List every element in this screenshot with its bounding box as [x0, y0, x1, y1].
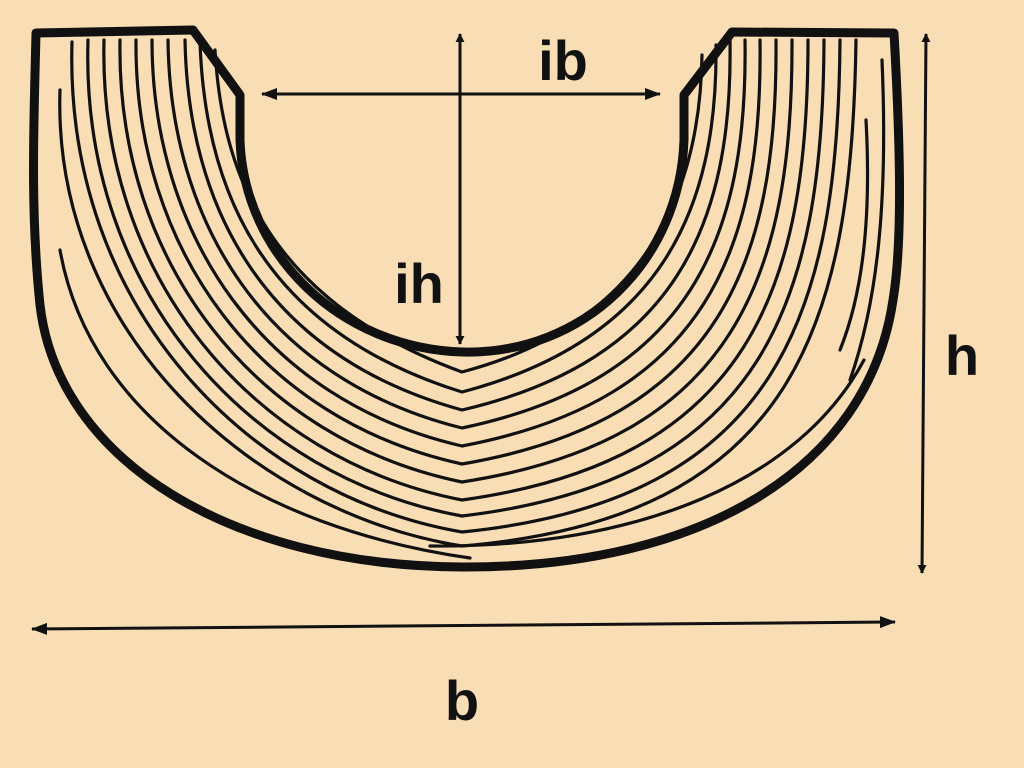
laminate-lines	[58, 38, 886, 560]
outer-height-label: h	[945, 324, 979, 387]
outer-width-label: b	[445, 669, 479, 732]
u-shape-outline	[29, 25, 905, 572]
outer-height-dimension-line	[917, 33, 931, 574]
outer-width-dimension-line	[31, 616, 896, 635]
inner-width-label: ib	[538, 29, 588, 92]
inner-height-label: ih	[394, 252, 444, 315]
